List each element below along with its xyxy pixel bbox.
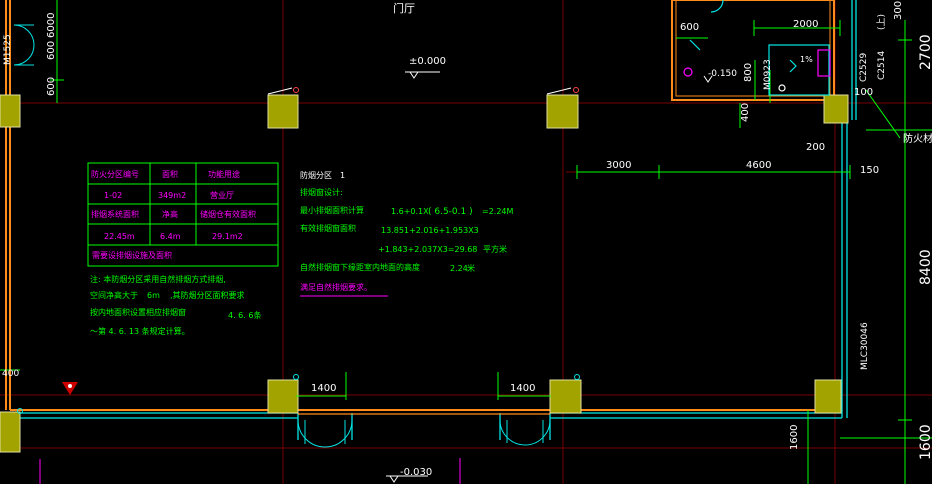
dim-8400: 8400 (918, 249, 932, 285)
elevation-marks (386, 71, 713, 483)
dim-600-toilet: 600 (680, 22, 699, 33)
notes-left: 注: 本防烟分区采用自然排烟方式排烟, 空间净高大于 6m ,其防烟分区面积要求… (90, 274, 261, 336)
elevation-bottom-label: -0.030 (400, 467, 432, 478)
column (546, 94, 579, 129)
dim-1400-left: 1400 (311, 383, 336, 394)
dim-1400-right: 1400 (510, 383, 535, 394)
note-line: ～第 4. 6. 13 条规定计算。 (90, 326, 190, 336)
note-line: 注: 本防烟分区采用自然排烟方式排烟, (90, 274, 226, 284)
column (0, 94, 21, 128)
column (267, 379, 299, 414)
table-cell: 营业厅 (210, 190, 234, 200)
left-door (13, 24, 35, 66)
table-cell: 29.1m2 (212, 232, 243, 241)
elevation-toilet-label: -0.150 (708, 69, 737, 79)
table-cell: 349m2 (158, 191, 186, 200)
dim-200: 200 (806, 142, 825, 153)
calc-value: 2.24 (450, 264, 468, 273)
dim-600-left-bottom: 600 (46, 77, 57, 96)
calc-formula: ( 6.5-0.1 ) (428, 207, 473, 217)
columns (0, 94, 849, 453)
magenta-lines (39, 295, 461, 484)
calc-line: 有效排烟窗面积 (300, 223, 356, 233)
door-code-left: M1525 (3, 34, 13, 65)
calc-formula: +1.843+2.037X3=29.68 (378, 245, 477, 254)
note-line: 4. 6. 6条 (228, 310, 261, 320)
note-line: 空间净高大于 (90, 290, 138, 300)
calc-unit: 平方米 (483, 244, 507, 254)
table-cell: 6.4m (160, 232, 181, 241)
entrance-doors (297, 419, 551, 448)
outer-walls (5, 0, 842, 411)
calc-formula: 13.851+2.016+1.953X3 (381, 226, 479, 235)
dim-800: 800 (743, 63, 754, 82)
column-code-label: MLC30046 (860, 322, 870, 370)
table-cell: 22.45m (104, 232, 135, 241)
column (267, 94, 299, 129)
smoke-calc-block: 防烟分区 1 排烟窗设计: 最小排烟面积计算 1.6+0.1X ( 6.5-0.… (300, 170, 514, 292)
calc-title-value: 1 (340, 171, 345, 180)
dim-150: 150 (860, 165, 879, 176)
calc-conclusion: 满足自然排烟要求。 (300, 282, 372, 292)
column (0, 411, 21, 453)
dim-2700: 2700 (918, 34, 932, 70)
toilet-fixtures (683, 0, 831, 96)
fire-symbol-icon (62, 382, 78, 395)
dim-400-left: 400 (2, 369, 19, 379)
dim-400: 400 (740, 103, 751, 122)
calc-line: 自然排烟窗下缘距室内地面的高度 (300, 262, 420, 272)
note-line: ,其防烟分区面积要求 (170, 290, 245, 300)
table-cell: 净高 (162, 209, 178, 219)
dim-4600: 4600 (746, 160, 771, 171)
column (814, 379, 842, 414)
dim-3000: 3000 (606, 160, 631, 171)
dim-6000: 6000 (46, 13, 57, 38)
calc-title: 防烟分区 (300, 170, 332, 180)
plan-labels: 门厅 ±0.000 -0.150 -0.030 防火材料 MLC30046 (393, 1, 932, 478)
room-name-label: 门厅 (393, 1, 415, 15)
dim-100: 100 (854, 87, 873, 98)
table-cell: 功能用途 (208, 169, 240, 179)
window-code-b: C2514 (877, 51, 887, 80)
door-code-toilet: M0923 (763, 59, 773, 90)
elevation-main-label: ±0.000 (409, 56, 446, 67)
table-cell: 1-02 (104, 191, 122, 200)
table-cell: 面积 (162, 169, 178, 179)
calc-result: =2.24M (482, 207, 514, 216)
calc-unit: 米 (467, 263, 475, 273)
table-cell: 排烟系统面积 (91, 209, 139, 219)
column-markers (17, 87, 580, 414)
column (549, 379, 582, 414)
column (823, 94, 849, 124)
fire-zone-table: 防火分区编号 面积 功能用途 1-02 349m2 营业厅 排烟系统面积 净高 … (91, 169, 256, 260)
calc-line: 排烟窗设计: (300, 187, 343, 197)
calc-formula: 1.6+0.1X (391, 207, 429, 216)
table-cell: 防火分区编号 (91, 169, 139, 179)
calc-line: 最小排烟面积计算 (300, 205, 364, 215)
note-line: 按内地面积设置相应排烟窗 (90, 307, 186, 317)
dim-1600-large: 1600 (918, 424, 932, 460)
window-code-a: C2529 (859, 53, 869, 82)
table-cell: 需要设排烟设施及面积 (92, 250, 172, 260)
fire-zone-table-grid (87, 162, 279, 267)
slope-label: 1% (800, 55, 813, 64)
fire-material-label: 防火材料 (903, 132, 932, 145)
dim-600-left-top: 600 (46, 41, 57, 60)
dim-300: 300 (893, 1, 904, 20)
dim-2000: 2000 (793, 19, 818, 30)
note-line: 6m (147, 291, 160, 300)
door-codes: M1525 M0923 C2529 C2514 (上) (3, 14, 887, 90)
dimension-labels: 2000 300 2700 6000 600 600 600 800 100 4… (2, 1, 932, 460)
window-code-b-suffix: (上) (876, 14, 887, 30)
curtain-wall-lines (20, 0, 857, 440)
dim-1600-small: 1600 (789, 425, 800, 450)
table-cell: 储烟仓有效面积 (200, 209, 256, 219)
